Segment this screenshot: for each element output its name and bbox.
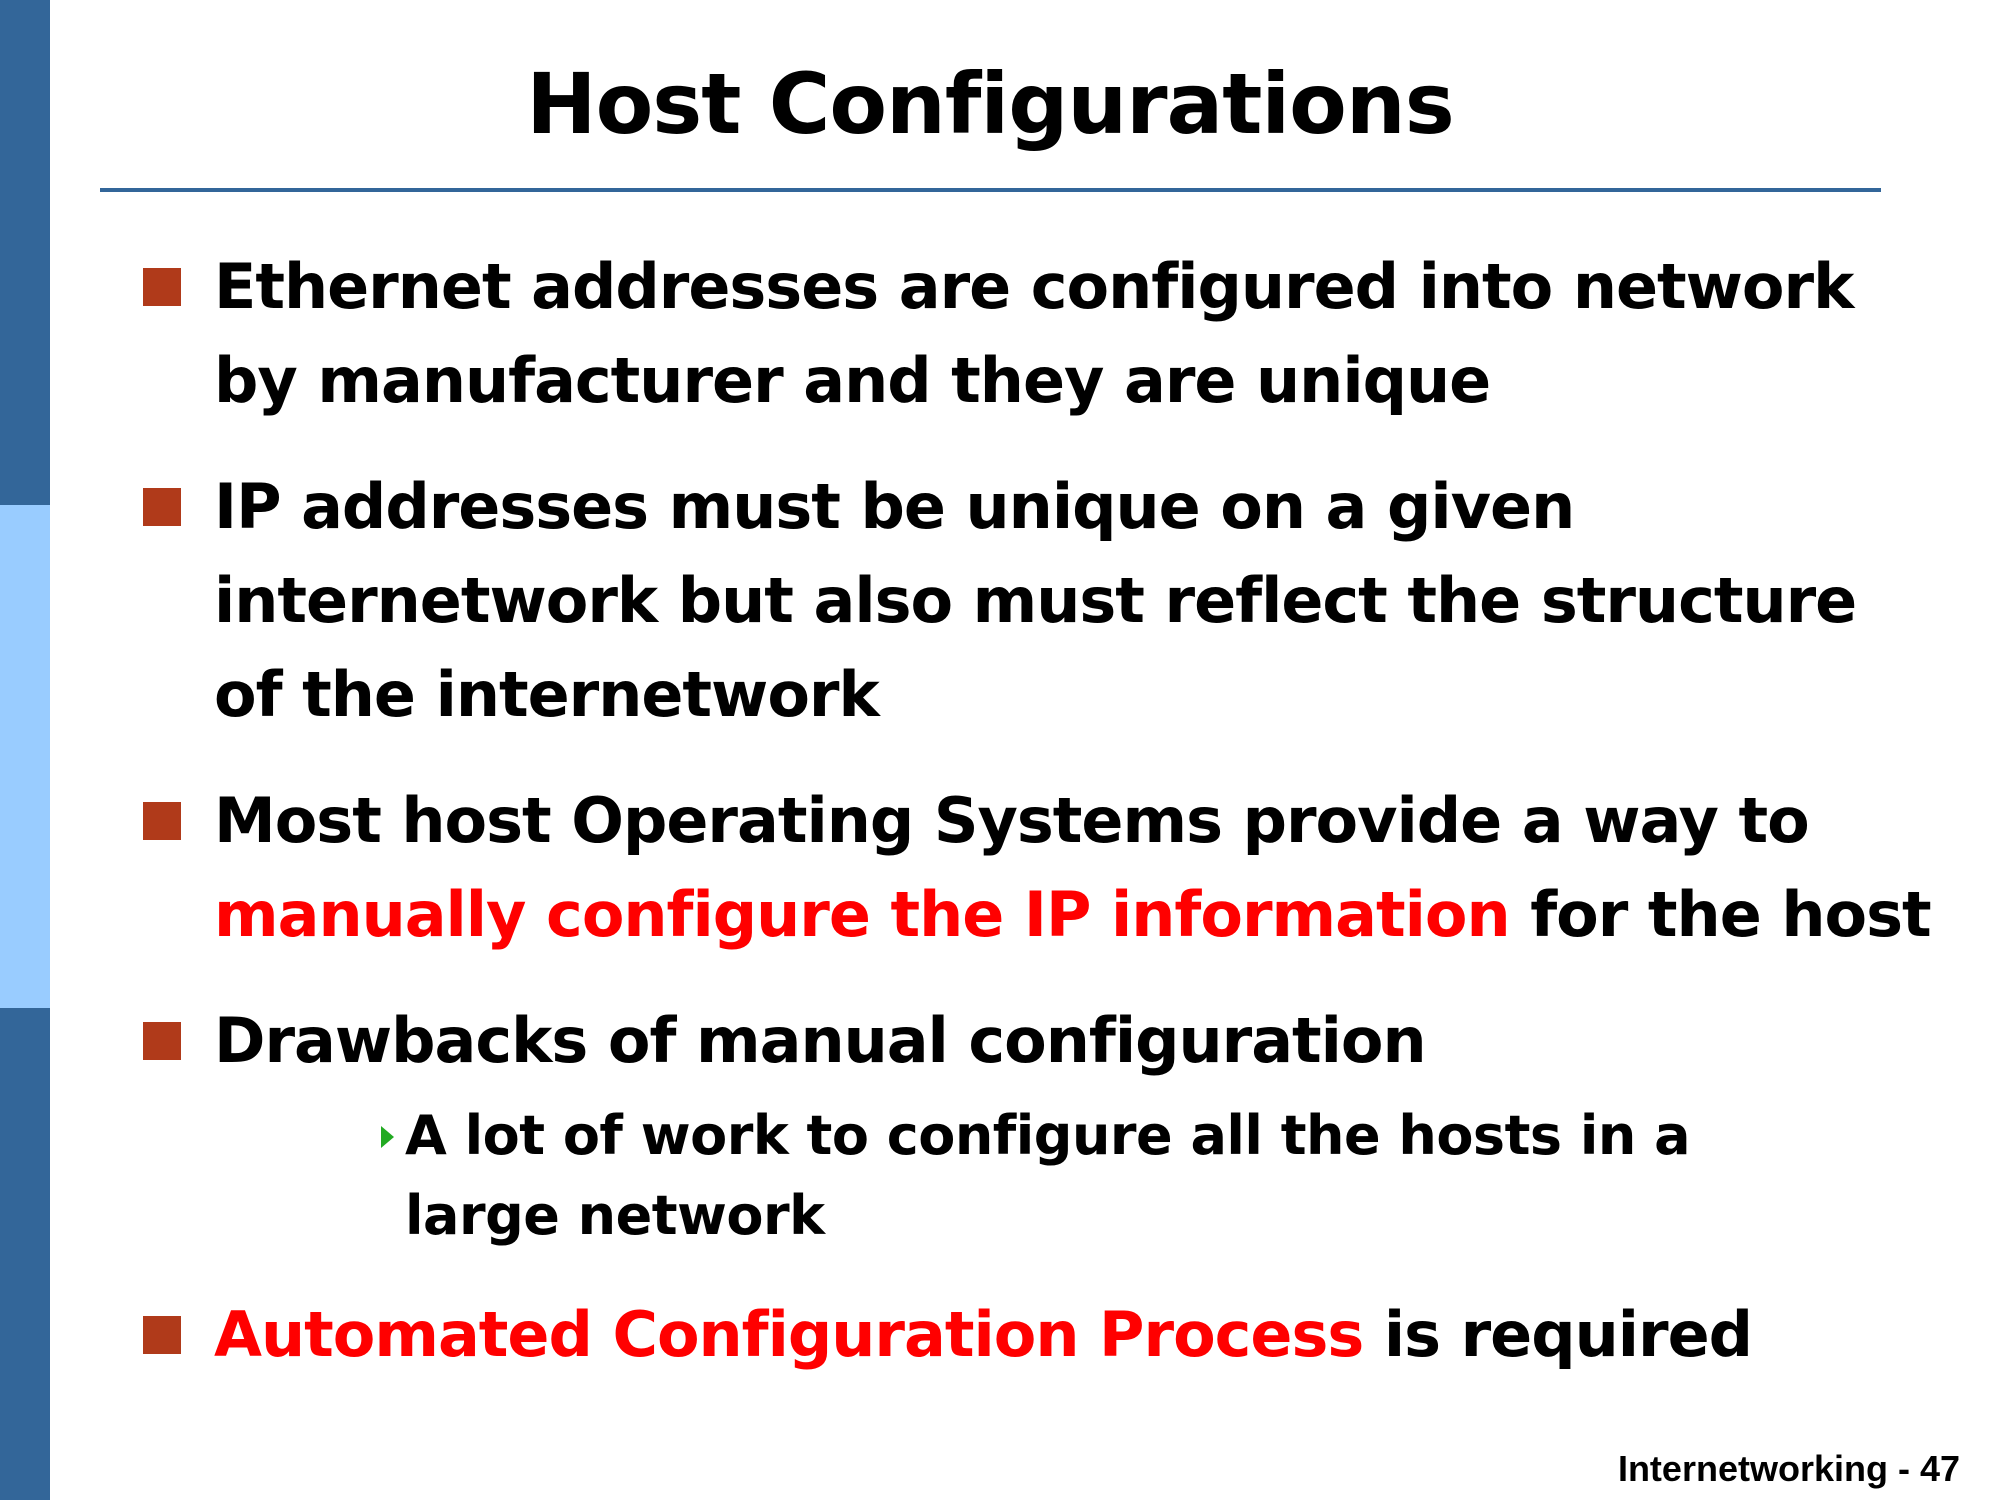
bullet-text: for the host xyxy=(1509,878,1931,951)
square-bullet-icon xyxy=(143,488,181,526)
slide-footer: Internetworking - 47 xyxy=(1617,1448,1960,1489)
square-bullet-icon xyxy=(143,802,181,840)
bullet-item: Ethernet addresses are configured into n… xyxy=(140,240,1940,428)
bullet-highlight: Automated Configuration Process xyxy=(214,1298,1364,1371)
sub-bullet-text: A lot of work to configure all the hosts… xyxy=(405,1104,1691,1247)
left-stripe-bottom xyxy=(0,1008,50,1500)
bullet-list: Ethernet addresses are configured into n… xyxy=(140,240,1940,1382)
bullet-item: Drawbacks of manual configuration xyxy=(140,994,1940,1088)
left-stripe-top xyxy=(0,0,50,505)
title-underline xyxy=(100,188,1881,192)
bullet-highlight: manually configure the IP information xyxy=(214,878,1511,951)
bullet-item: IP addresses must be unique on a given i… xyxy=(140,460,1940,742)
slide-title: Host Configurations xyxy=(526,55,1454,153)
bullet-text: Drawbacks of manual configuration xyxy=(214,1004,1427,1077)
square-bullet-icon xyxy=(143,1022,181,1060)
square-bullet-icon xyxy=(143,268,181,306)
triangle-right-icon xyxy=(381,1126,394,1148)
bullet-text: Most host Operating Systems provide a wa… xyxy=(214,784,1810,857)
bullet-item: Most host Operating Systems provide a wa… xyxy=(140,774,1940,962)
bullet-text: is required xyxy=(1363,1298,1753,1371)
square-bullet-icon xyxy=(143,1316,181,1354)
bullet-text: IP addresses must be unique on a given i… xyxy=(214,470,1857,731)
bullet-item: Automated Configuration Process is requi… xyxy=(140,1288,1940,1382)
bullet-text: Ethernet addresses are configured into n… xyxy=(214,250,1854,417)
sub-bullet-item: A lot of work to configure all the hosts… xyxy=(375,1096,1805,1256)
left-stripe-middle xyxy=(0,505,50,1008)
